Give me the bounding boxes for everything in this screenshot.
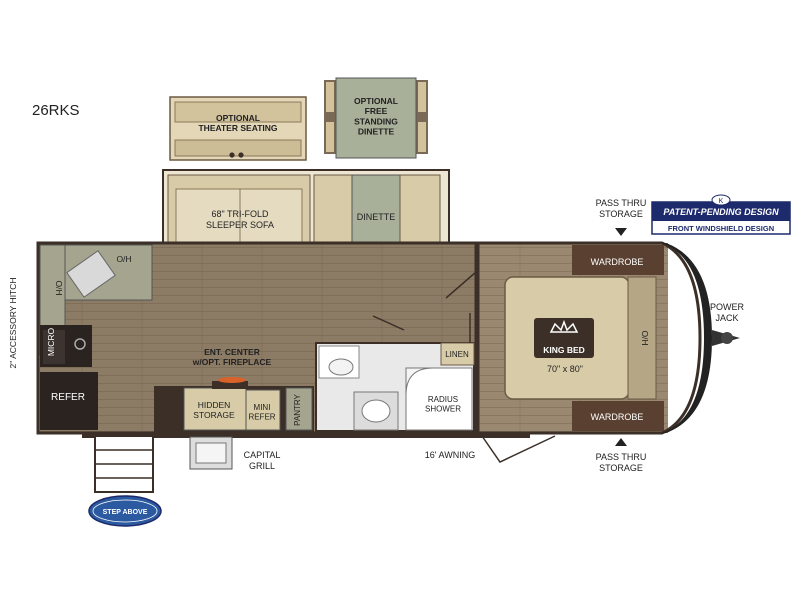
patent-line1: PATENT-PENDING DESIGN [663,207,779,217]
bedroom: WARDROBE WARDROBE O/H KING BED 70" x 80" [476,241,702,435]
overhead-bed-label: O/H [640,330,650,345]
pantry-label: PANTRY [293,393,302,425]
bed-size-label: 70" x 80" [547,364,583,374]
overhead-side-label: O/H [54,280,64,295]
step-above-label: STEP ABOVE [103,509,148,516]
burner-icon [74,338,86,350]
wardrobe-bottom-label: WARDROBE [591,412,644,422]
king-bed-label: KING BED [543,345,585,355]
king-bed-badge [534,318,594,358]
arrow-down-icon [615,228,627,236]
fireplace-icon [212,381,248,389]
arrow-up-icon [615,438,627,446]
bathroom-sink-icon [361,399,391,423]
awning-label: 16' AWNING [425,450,475,460]
kitchen-sink-icon [66,250,116,298]
exterior [82,434,556,493]
model-name: 26RKS [32,102,80,119]
crown-icon [549,319,579,333]
wardrobe-top-label: WARDROBE [591,257,644,267]
cougar-logo: COUGAR [685,318,696,363]
patent-logo: K [719,198,724,205]
power-jack-icon [721,332,733,344]
patent-pending-badge: K PATENT-PENDING DESIGN FRONT WINDSHIELD… [651,194,791,235]
shower-icon [405,367,473,431]
linen-label: LINEN [445,350,469,359]
accessory-hitch-label: 2" ACCESSORY HITCH [8,277,18,368]
refer-label: REFER [51,392,85,403]
toilet-icon [328,358,354,376]
micro-label: MICRO [46,327,56,356]
step-above-badge: STEP ABOVE [88,495,162,527]
dinette-label: DINETTE [357,212,396,222]
flame-icon [218,377,246,383]
cupholder-icon [238,152,244,158]
front-cap: COUGAR [662,243,740,433]
cupholder-icon [229,152,235,158]
patent-line2: FRONT WINDSHIELD DESIGN [668,224,774,233]
overhead-kitchen-label: O/H [116,254,131,264]
